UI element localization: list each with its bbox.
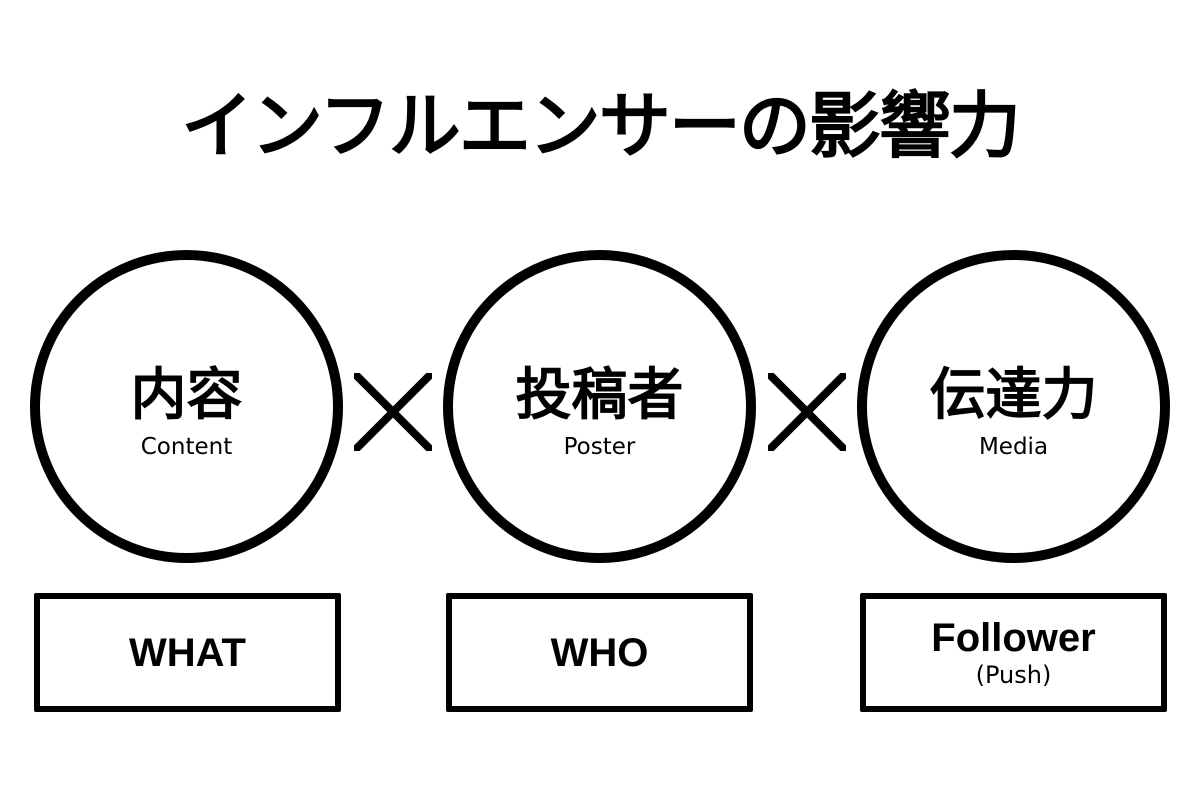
box-sublabel: (Push) <box>975 660 1052 689</box>
factor-box-what: WHAT <box>34 593 341 712</box>
factor-circle-label-group: 内容 Content <box>40 364 333 462</box>
factor-circle-poster: 投稿者 Poster <box>443 250 756 563</box>
factor-circle-label-group: 伝達力 Media <box>867 364 1160 462</box>
factor-circle-content: 内容 Content <box>30 250 343 563</box>
factor-label-jp: 内容 <box>130 363 243 428</box>
factor-label-en: Content <box>140 434 233 460</box>
factor-circle-media: 伝達力 Media <box>857 250 1170 563</box>
factor-label-jp: 伝達力 <box>929 363 1098 428</box>
factor-label-en: Poster <box>563 434 636 460</box>
diagram-title: インフルエンサーの影響力 <box>181 84 1021 168</box>
factor-label-jp: 投稿者 <box>515 363 684 428</box>
multiply-icon <box>768 373 846 451</box>
factor-circle-label-group: 投稿者 Poster <box>453 364 746 462</box>
multiply-icon <box>354 373 432 451</box>
box-label: WHO <box>550 630 649 675</box>
box-label: Follower <box>931 615 1096 660</box>
box-label: WHAT <box>129 630 246 675</box>
factor-box-follower: Follower (Push) <box>860 593 1167 712</box>
factor-label-en: Media <box>978 434 1049 460</box>
factor-box-who: WHO <box>446 593 753 712</box>
